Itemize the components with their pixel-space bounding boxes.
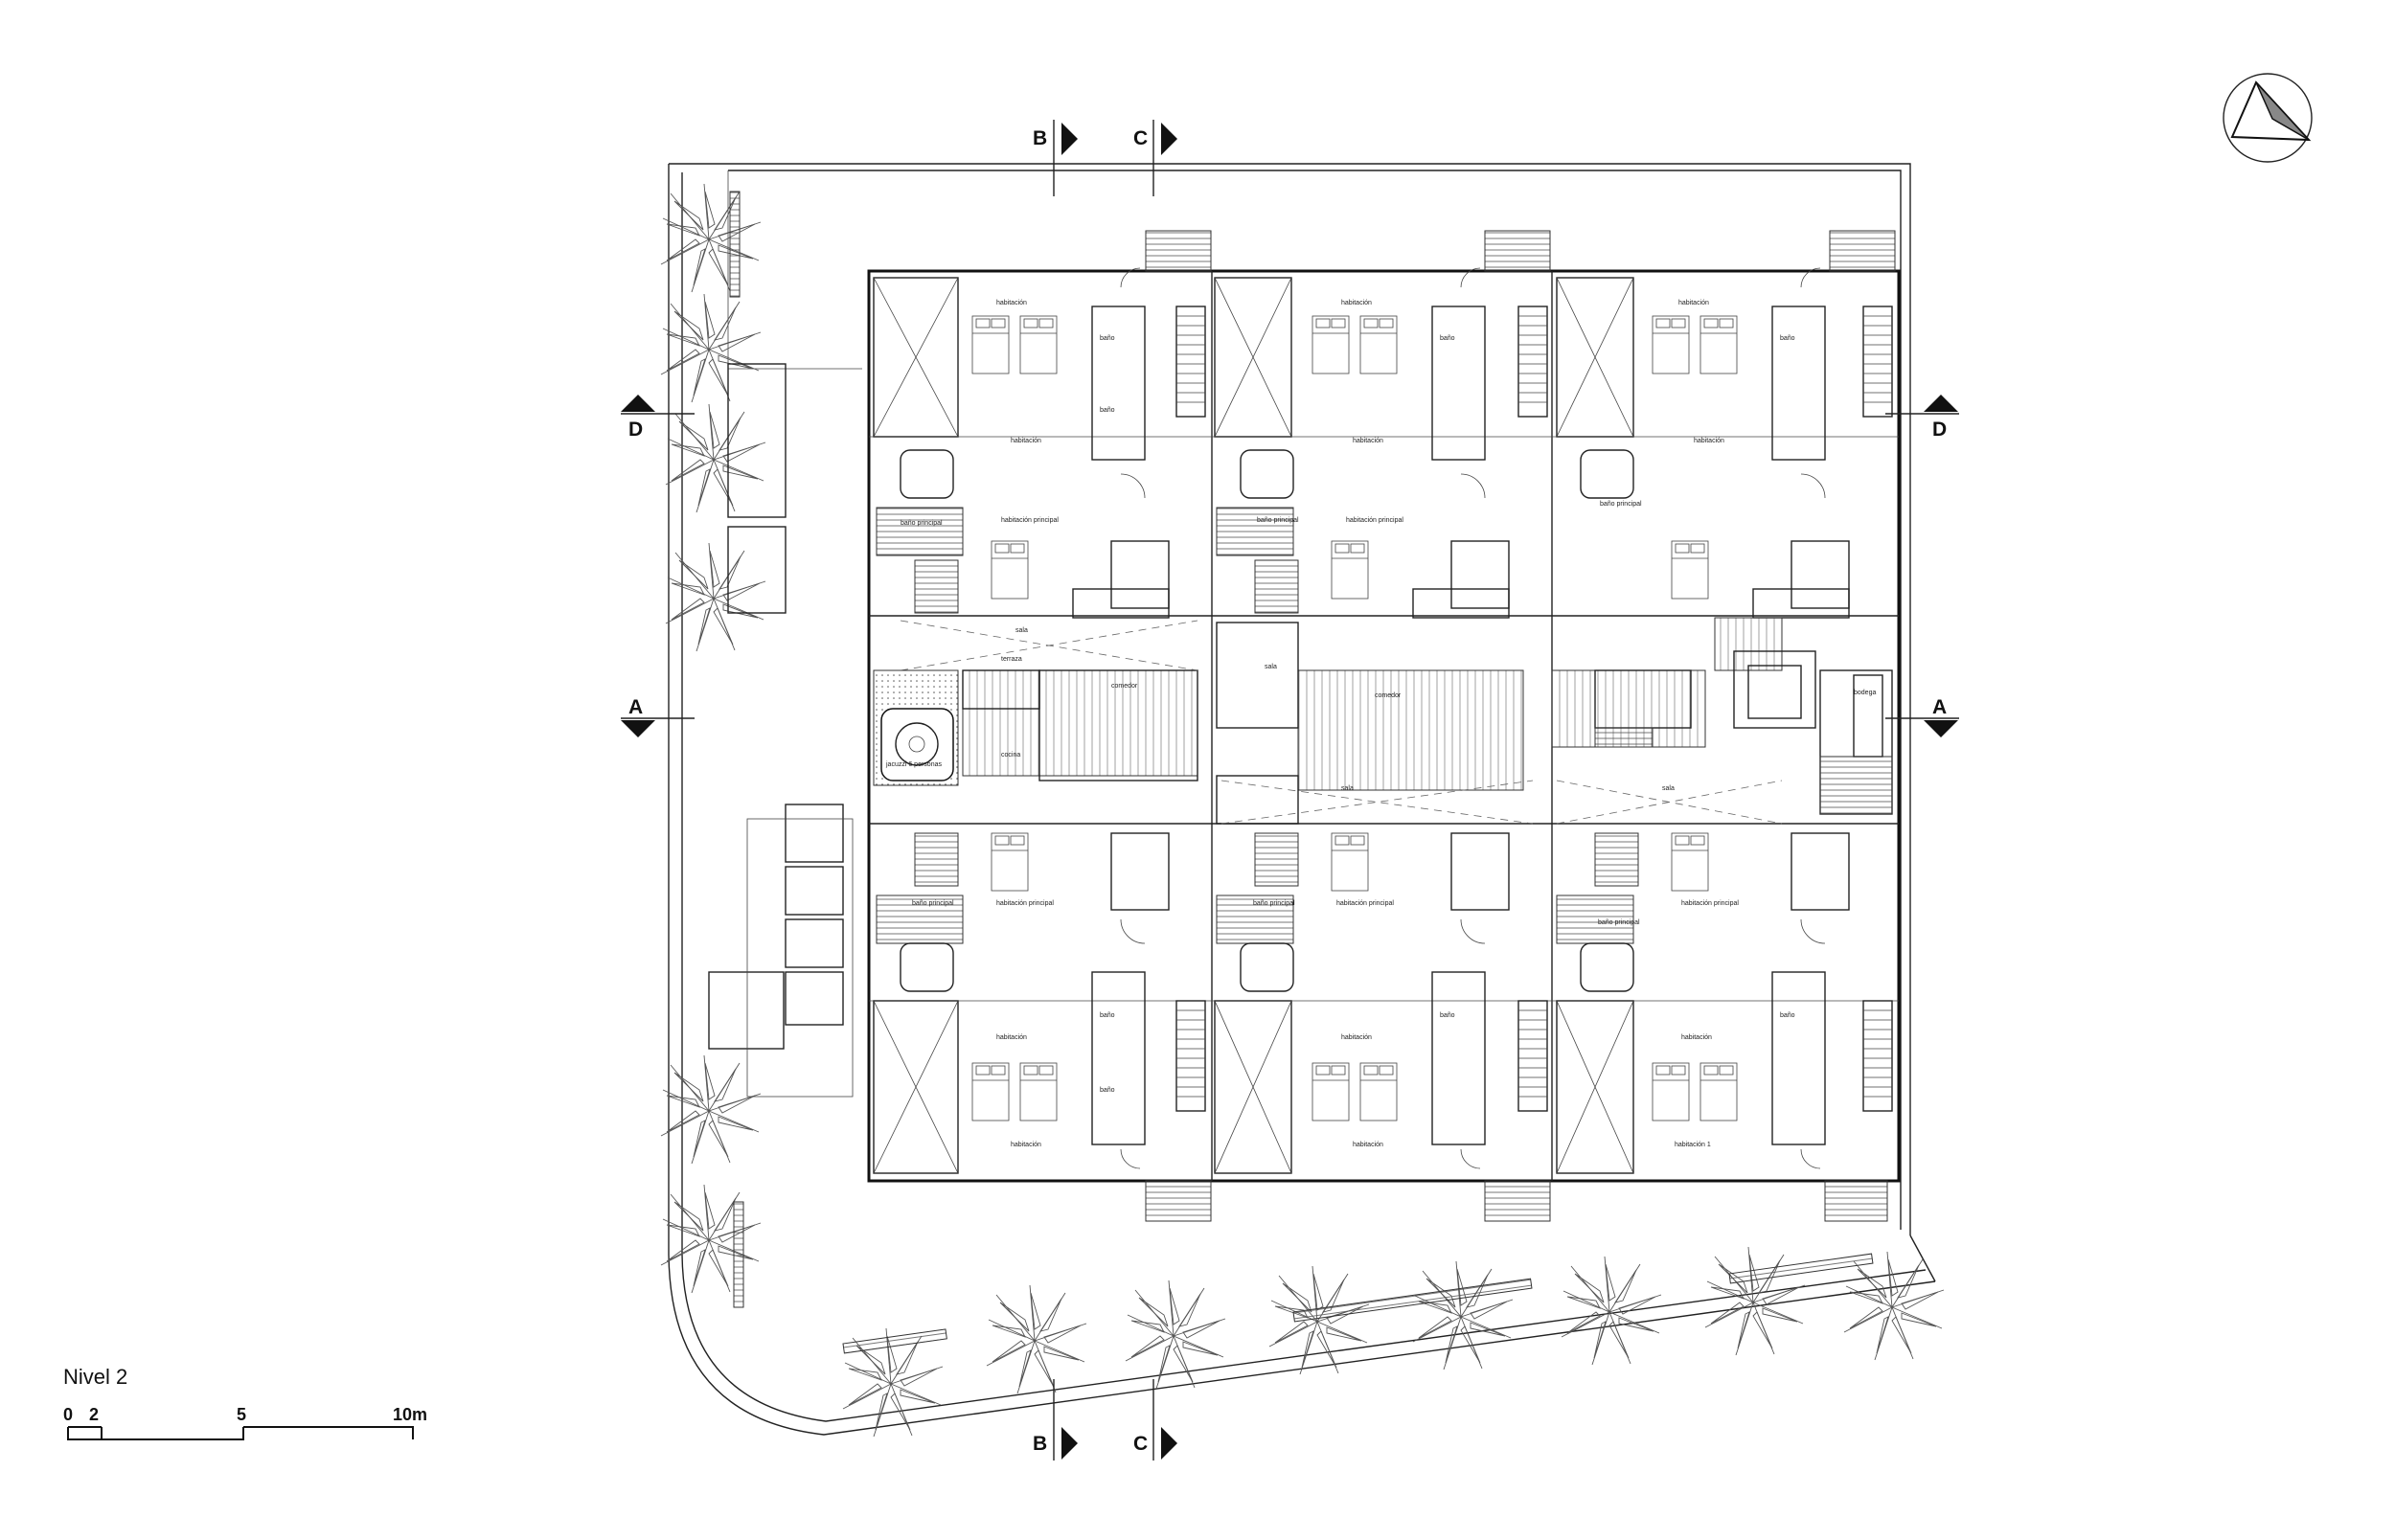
wardrobes — [1072, 540, 1850, 911]
svg-text:B: B — [1033, 127, 1047, 149]
site-boundary — [668, 163, 1936, 1436]
label-habitacion-principal: habitación principal — [996, 900, 1054, 907]
label-bano: baño — [1100, 335, 1115, 342]
label-bano-principal: baño principal — [1598, 919, 1640, 926]
label-terraza: terraza — [1001, 656, 1022, 663]
label-habitacion: habitación — [1341, 1034, 1372, 1041]
label-bano-principal: baño principal — [912, 900, 954, 907]
label-habitacion: habitación — [1011, 1142, 1041, 1148]
label-bano-principal: baño principal — [1257, 517, 1299, 524]
label-bano-principal: baño principal — [1253, 900, 1295, 907]
scale-tick-0: 0 — [63, 1405, 73, 1424]
svg-text:A: A — [628, 696, 643, 718]
svg-text:D: D — [628, 419, 643, 441]
stairs — [1175, 306, 1893, 1112]
label-bano-principal: baño principal — [901, 520, 943, 527]
label-habitacion: habitación — [1678, 300, 1709, 306]
label-bano: baño — [1780, 335, 1795, 342]
label-habitacion-1: habitación 1 — [1675, 1142, 1711, 1148]
section-marker-b-top: B — [1033, 120, 1078, 196]
level-title: Nivel 2 — [63, 1365, 127, 1389]
svg-text:B: B — [1033, 1433, 1047, 1455]
label-habitacion-principal: habitación principal — [1681, 900, 1739, 907]
scale-tick-10m: 10m — [393, 1405, 427, 1424]
section-marker-a-left: A — [621, 696, 695, 737]
scale-tick-5: 5 — [237, 1405, 246, 1424]
label-comedor: comedor — [1375, 692, 1402, 699]
building-footprint — [867, 230, 1901, 1222]
svg-text:A: A — [1932, 696, 1947, 718]
svg-text:D: D — [1932, 419, 1947, 441]
label-bano: baño — [1440, 335, 1455, 342]
benches — [729, 191, 1874, 1354]
label-sala: sala — [1662, 785, 1675, 792]
room-labels: habitación habitación baño baño habitaci… — [885, 300, 1876, 1148]
label-bano: baño — [1100, 1012, 1115, 1019]
label-habitacion: habitación — [1341, 300, 1372, 306]
label-habitacion: habitación — [1011, 438, 1041, 444]
label-habitacion-principal: habitación principal — [1336, 900, 1394, 907]
label-bano: baño — [1440, 1012, 1455, 1019]
svg-text:C: C — [1133, 127, 1148, 149]
label-bodega: bodega — [1854, 690, 1876, 696]
label-bano: baño — [1100, 407, 1115, 414]
west-terrace — [708, 363, 854, 1098]
jacuzzi — [873, 669, 959, 786]
label-bano: baño — [1100, 1087, 1115, 1094]
label-habitacion: habitación — [1353, 1142, 1383, 1148]
label-habitacion: habitación — [1353, 438, 1383, 444]
label-sala: sala — [1015, 627, 1028, 634]
section-marker-b-bottom: B — [1033, 1379, 1078, 1461]
section-marker-c-top: C — [1133, 120, 1177, 196]
section-marker-d-left: D — [621, 395, 695, 441]
label-sala: sala — [1265, 664, 1277, 670]
label-habitacion-principal: habitación principal — [1001, 517, 1059, 524]
scale-bar: 0 2 5 10m — [63, 1405, 427, 1440]
light-wells — [873, 277, 1634, 1174]
label-comedor: comedor — [1111, 683, 1138, 690]
label-habitacion: habitación — [1681, 1034, 1712, 1041]
label-habitacion: habitación — [996, 300, 1027, 306]
central-common-zone — [900, 617, 1893, 825]
section-marker-d-right: D — [1885, 395, 1959, 441]
bathrooms — [876, 306, 1826, 1145]
section-marker-a-right: A — [1885, 696, 1959, 737]
label-sala: sala — [1341, 785, 1354, 792]
label-habitacion: habitación — [996, 1034, 1027, 1041]
doors — [1120, 267, 1826, 1169]
label-habitacion-principal: habitación principal — [1346, 517, 1403, 524]
label-jacuzzi: jacuzzi 6 personas — [885, 761, 942, 768]
north-arrow-icon — [2223, 73, 2313, 163]
label-bano-principal: baño principal — [1600, 501, 1642, 508]
label-habitacion: habitación — [1694, 438, 1724, 444]
scale-tick-2: 2 — [89, 1405, 99, 1424]
svg-text:C: C — [1133, 1433, 1148, 1455]
section-marker-c-bottom: C — [1133, 1379, 1177, 1461]
label-cocina: cocina — [1001, 752, 1020, 759]
label-bano: baño — [1780, 1012, 1795, 1019]
palm-tree-icon — [660, 183, 1945, 1438]
